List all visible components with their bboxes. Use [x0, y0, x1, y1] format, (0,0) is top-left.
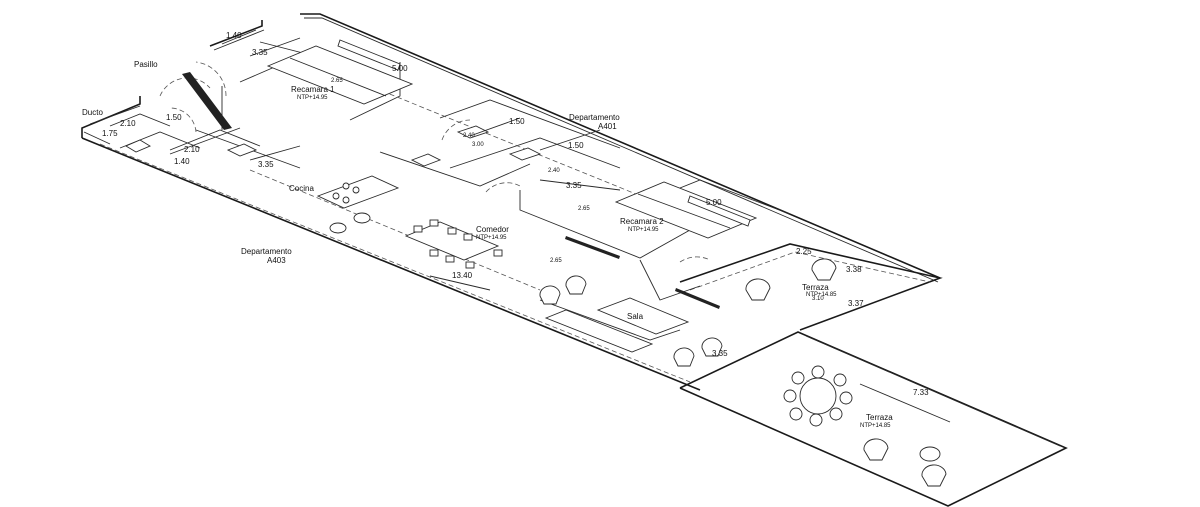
- furniture: [125, 39, 947, 487]
- dim-label: 2.10: [184, 145, 200, 154]
- room-labels: Pasillo Ducto Recamara 1 NTP+14.95 Depar…: [82, 60, 893, 429]
- level-recamara-2: NTP+14.95: [628, 227, 659, 233]
- dimension-lines: [89, 29, 951, 423]
- level-terraza-2: NTP+14.85: [860, 423, 891, 429]
- dim-label: 3.35: [712, 349, 728, 358]
- dim-label: 1.50: [166, 113, 182, 122]
- dim-label: 1.50: [568, 141, 584, 150]
- dim-label: 1.50: [509, 117, 525, 126]
- label-comedor: Comedor: [476, 225, 509, 234]
- dim-label: 3.35: [566, 181, 582, 190]
- dim-label: 2.25: [796, 247, 812, 256]
- dim-label: 5.00: [706, 198, 722, 207]
- dim-label: 3.37: [848, 299, 864, 308]
- dim-label: 5.00: [392, 64, 408, 73]
- label-terraza-1: Terraza: [802, 283, 829, 292]
- dim-label: 13.40: [452, 271, 473, 280]
- label-pasillo: Pasillo: [134, 60, 158, 69]
- dim-label: 2.40: [548, 168, 560, 174]
- dim-label: 2.65: [331, 78, 343, 84]
- door-swings: [159, 61, 711, 263]
- label-recamara-1: Recamara 1: [291, 85, 335, 94]
- dim-label: 1.40: [174, 157, 190, 166]
- label-departamento-a403: Departamento: [241, 247, 292, 256]
- level-terraza-1: NTP+14.85: [806, 292, 837, 298]
- label-terraza-2: Terraza: [866, 413, 893, 422]
- dim-label: 1.40: [226, 31, 242, 40]
- dim-label: 3.10: [812, 296, 824, 302]
- level-comedor: NTP+14.95: [476, 235, 507, 241]
- dim-label: 3.38: [846, 265, 862, 274]
- label-sala: Sala: [627, 312, 644, 321]
- dim-label: 3.35: [252, 48, 268, 57]
- code-departamento-a401: A401: [598, 122, 617, 131]
- exterior-walls: [81, 13, 1068, 507]
- level-recamara-1: NTP+14.95: [297, 95, 328, 101]
- label-cocina: Cocina: [289, 184, 314, 193]
- dim-label: 2.65: [550, 258, 562, 264]
- label-departamento-a401: Departamento: [569, 113, 620, 122]
- dim-label: 3.35: [258, 160, 274, 169]
- dim-label: 2.10: [120, 119, 136, 128]
- dim-label: 7.33: [913, 388, 929, 397]
- dim-label: 2.40: [463, 133, 475, 139]
- dim-label: 1.75: [102, 129, 118, 138]
- dim-label: 3.00: [472, 142, 484, 148]
- dimension-labels: 1.40 3.35 2.65 5.00 2.10 1.50 1.75 2.10 …: [102, 31, 929, 397]
- label-ducto: Ducto: [82, 108, 103, 117]
- dim-label: 2.65: [578, 206, 590, 212]
- code-departamento-a403: A403: [267, 256, 286, 265]
- label-recamara-2: Recamara 2: [620, 217, 664, 226]
